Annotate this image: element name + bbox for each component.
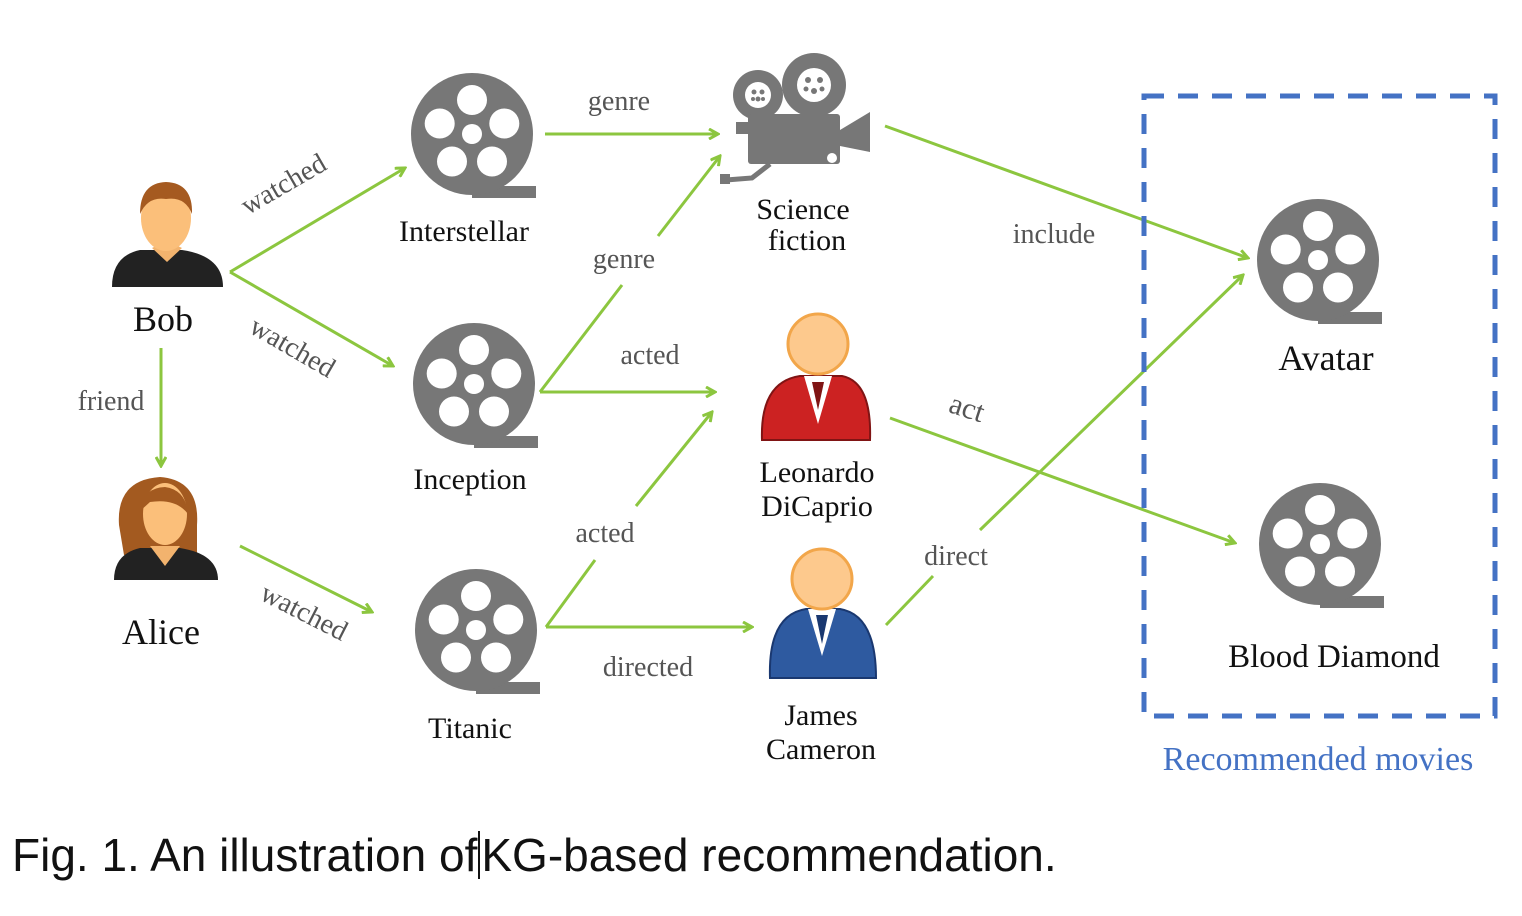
text-cursor	[478, 831, 481, 879]
scifi-label-line2: fiction	[768, 224, 846, 257]
scifi-label-line1: Science	[756, 193, 849, 226]
leonardo-label-line2: DiCaprio	[761, 490, 873, 523]
edge-leonardo-blood	[889, 416, 1235, 543]
edge-label-bob-inception: watched	[244, 311, 340, 384]
leonardo-label-line1: Leonardo	[760, 456, 875, 489]
edge-label-scifi-avatar: include	[1013, 219, 1095, 250]
interstellar-label: Interstellar	[399, 215, 529, 248]
edge-label-inception-leonardo: acted	[620, 340, 679, 371]
edge-james-avatar-b	[978, 275, 1243, 532]
caption-text-end: KG-based recommendation.	[481, 829, 1057, 881]
edge-label-titanic-james: directed	[603, 652, 693, 683]
edge-label-leonardo-blood: act	[945, 387, 989, 429]
james-label-line1: James	[784, 699, 857, 732]
edge-james-avatar	[884, 574, 935, 627]
inception-label: Inception	[413, 463, 526, 496]
edge-bob-inception	[229, 270, 393, 366]
figure-caption: Fig. 1. An illustration ofKG-based recom…	[12, 828, 1057, 882]
edge-bob-interstellar	[229, 168, 405, 274]
avatar-reel-icon	[1257, 199, 1382, 324]
interstellar-reel-icon	[411, 73, 536, 198]
edge-inception-scifi-b	[656, 156, 720, 237]
edge-label-alice-titanic: watched	[255, 577, 352, 647]
edge-inception-scifi	[538, 284, 624, 393]
bob-label: Bob	[133, 299, 193, 339]
recommended-box	[1141, 93, 1498, 719]
leonardo-person-icon	[760, 312, 872, 441]
james-label-line2: Cameron	[766, 733, 876, 766]
edge-label-bob-alice: friend	[78, 386, 145, 417]
blood-diamond-label: Blood Diamond	[1228, 639, 1440, 675]
edge-titanic-leonardo-b	[634, 412, 712, 507]
edges	[161, 124, 1248, 628]
edge-label-inception-scifi: genre	[593, 244, 655, 275]
caption-text-start: Fig. 1. An illustration of	[12, 829, 478, 881]
edge-label-bob-interstellar: watched	[236, 148, 332, 221]
james-person-icon	[768, 547, 878, 679]
bob-avatar-icon	[112, 182, 223, 287]
edge-alice-titanic	[239, 544, 372, 612]
alice-avatar-icon	[114, 477, 218, 580]
recommended-movies-label: Recommended movies	[1163, 741, 1474, 778]
movie-camera-icon	[720, 53, 870, 184]
edge-scifi-avatar	[884, 124, 1248, 258]
avatar-label: Avatar	[1278, 338, 1373, 378]
alice-label: Alice	[122, 612, 200, 652]
edge-titanic-leonardo	[544, 559, 597, 628]
edge-label-james-avatar: direct	[924, 541, 988, 572]
titanic-label: Titanic	[428, 712, 512, 745]
blood-diamond-reel-icon	[1259, 483, 1384, 608]
titanic-reel-icon	[415, 569, 540, 694]
edge-label-interstellar-scifi: genre	[588, 86, 650, 117]
edge-label-titanic-leonardo: acted	[575, 518, 634, 549]
inception-reel-icon	[413, 323, 538, 448]
